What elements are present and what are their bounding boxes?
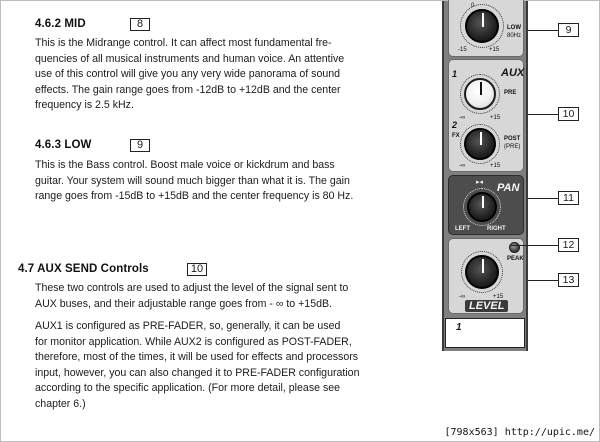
- level-knob[interactable]: [465, 255, 499, 289]
- pan-right-label: RIGHT: [487, 226, 506, 232]
- text-line: This is the Bass control. Boost male voi…: [35, 159, 335, 171]
- level-min: -∞: [459, 294, 466, 300]
- text-line: therefore, most of the times, it will be…: [35, 351, 359, 364]
- pan-knob-scale: [463, 188, 501, 226]
- callout-9: 9: [558, 23, 579, 37]
- aux2-post-sub-label: (PRE): [504, 144, 521, 150]
- heading-low: 4.6.3 LOW: [35, 139, 92, 151]
- aux2-post-label: POST: [504, 136, 521, 142]
- peak-label: PEAK: [507, 256, 524, 262]
- pan-knob[interactable]: [467, 192, 497, 222]
- pan-title: PAN: [497, 182, 520, 194]
- aux1-knob[interactable]: [464, 78, 496, 110]
- aux2-number: 2: [452, 120, 458, 130]
- aux2-knob-pointer: [480, 132, 482, 145]
- callout-11: 11: [558, 191, 579, 205]
- text-line: These two controls are used to adjust th…: [35, 282, 349, 294]
- heading-mid: 4.6.2 MID: [35, 18, 86, 30]
- paragraph-mid: This is the Midrange control. It can aff…: [35, 36, 435, 114]
- aux1-pre-label: PRE: [504, 90, 517, 96]
- ref-box-9: 9: [130, 139, 150, 152]
- text-line: This is the Midrange control. It can aff…: [35, 37, 332, 49]
- callout-leader: [511, 245, 558, 246]
- text-line: effects. The gain range goes from -12dB …: [35, 83, 341, 96]
- callout-leader: [528, 198, 558, 199]
- ref-box-8: 8: [130, 18, 150, 31]
- text-line: use of this control will give you any ve…: [35, 68, 341, 81]
- text-line: frequency is 2.5 kHz.: [35, 99, 134, 112]
- peak-led-icon: [509, 242, 520, 253]
- text-line: AUX1 is configured as PRE-FADER, so, gen…: [35, 320, 341, 332]
- channel-number-box: 1: [445, 318, 525, 348]
- text-line: chapter 6.): [35, 397, 86, 410]
- image-size-watermark: [798x563] http://upic.me/: [444, 427, 595, 438]
- low-knob-max: +15: [489, 47, 500, 53]
- callout-leader: [528, 30, 558, 31]
- aux2-max: +15: [490, 163, 501, 169]
- aux1-number: 1: [452, 69, 458, 79]
- aux2-min: -∞: [459, 163, 466, 169]
- mixer-channel-strip: 0 LOW 80Hz -15 +15 1 AUX PRE -∞ +15 2 FX: [442, 0, 528, 351]
- level-title: LEVEL: [465, 300, 509, 312]
- ref-box-10: 10: [187, 263, 207, 276]
- aux1-max: +15: [490, 115, 501, 121]
- text-line: according to the specific application. (…: [35, 382, 341, 395]
- text-line: input, however, you can also changed it …: [35, 366, 360, 379]
- paragraph-low: This is the Bass control. Boost male voi…: [35, 158, 435, 205]
- paragraph-aux-config: AUX1 is configured as PRE-FADER, so, gen…: [35, 319, 435, 413]
- text-line: for monitor application. While AUX2 is c…: [35, 335, 352, 348]
- level-max: +15: [493, 294, 504, 300]
- aux2-fx-label: FX: [452, 133, 460, 139]
- callout-leader: [528, 280, 558, 281]
- callout-10: 10: [558, 107, 579, 121]
- low-knob-scale: [460, 4, 504, 48]
- heading-aux-send: 4.7 AUX SEND Controls: [18, 263, 149, 275]
- aux-send-panel: 1 AUX PRE -∞ +15 2 FX POST (PRE) -∞ +15: [448, 59, 524, 172]
- channel-number: 1: [456, 322, 462, 333]
- level-panel: PEAK -∞ +15 LEVEL: [448, 238, 524, 314]
- low-knob-pointer: [482, 13, 484, 27]
- pan-center-mark-icon: ▸◂: [476, 179, 484, 186]
- paragraph-aux-range: These two controls are used to adjust th…: [35, 281, 435, 312]
- text-line: AUX buses, and their adjustable range go…: [35, 297, 332, 310]
- text-line: guitar. Your system will sound much bigg…: [35, 174, 350, 187]
- low-eq-knob[interactable]: [465, 9, 499, 43]
- pan-left-label: LEFT: [455, 226, 470, 232]
- callout-leader: [528, 114, 558, 115]
- pan-panel: ▸◂ PAN LEFT RIGHT: [448, 175, 524, 235]
- low-eq-panel: 0 LOW 80Hz -15 +15: [448, 0, 524, 57]
- level-knob-scale: [461, 251, 503, 293]
- low-knob-freq: 80Hz: [507, 33, 522, 39]
- aux1-min: -∞: [459, 115, 466, 121]
- callout-13: 13: [558, 273, 579, 287]
- aux2-knob[interactable]: [464, 128, 496, 160]
- aux2-knob-scale: [460, 124, 500, 164]
- low-knob-min: -15: [458, 47, 467, 53]
- aux-title: AUX: [501, 67, 525, 79]
- aux1-knob-pointer: [480, 82, 482, 95]
- callout-12: 12: [558, 238, 579, 252]
- level-knob-pointer: [482, 259, 484, 273]
- text-line: range goes from -15dB to +15dB and the c…: [35, 190, 354, 203]
- text-line: quencies of all musical instruments and …: [35, 52, 345, 65]
- pan-knob-pointer: [482, 196, 484, 208]
- aux1-knob-scale: [460, 74, 500, 114]
- low-knob-label: LOW: [507, 25, 521, 31]
